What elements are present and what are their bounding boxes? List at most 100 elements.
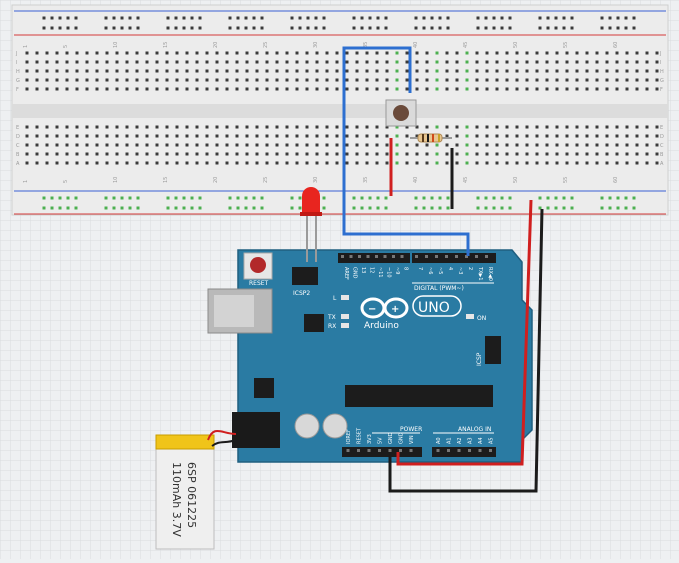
header-pin (435, 255, 438, 258)
digital-pin-label: ~6 (427, 267, 433, 274)
breadboard-hole (235, 69, 239, 73)
breadboard-column-label: 20 (213, 177, 219, 183)
breadboard-hole (125, 161, 129, 165)
breadboard-hole (155, 51, 159, 55)
breadboard-hole (85, 60, 89, 64)
breadboard-hole (575, 125, 579, 129)
breadboard-column-label: 30 (313, 177, 319, 183)
breadboard-column-label: 25 (263, 42, 269, 48)
breadboard-hole (565, 60, 569, 64)
rail-hole (446, 196, 450, 200)
breadboard-hole (435, 87, 439, 91)
breadboard-hole (345, 125, 349, 129)
rail-hole (120, 16, 124, 20)
breadboard-hole (345, 143, 349, 147)
rail-hole (438, 26, 442, 30)
breadboard-hole (395, 60, 399, 64)
breadboard-hole (195, 152, 199, 156)
breadboard-column-label: 45 (463, 42, 469, 48)
rx-led (341, 323, 349, 328)
breadboard-hole (375, 143, 379, 147)
breadboard-row-label: F (660, 87, 663, 93)
breadboard-hole (345, 60, 349, 64)
rail-hole (608, 206, 612, 210)
rail-hole (322, 206, 326, 210)
breadboard-hole (565, 125, 569, 129)
breadboard-hole (175, 78, 179, 82)
breadboard-hole (395, 78, 399, 82)
reset-button-cap[interactable] (250, 257, 266, 273)
rail-hole (492, 16, 496, 20)
button-cap[interactable] (393, 105, 409, 121)
breadboard-hole (445, 134, 449, 138)
breadboard-hole (445, 69, 449, 73)
rail-hole (570, 206, 574, 210)
breadboard-hole (255, 51, 259, 55)
breadboard-column-label: 40 (413, 42, 419, 48)
breadboard-hole (655, 87, 659, 91)
breadboard-hole (485, 87, 489, 91)
rail-hole (166, 196, 170, 200)
breadboard-hole (255, 152, 259, 156)
rail-hole (260, 196, 264, 200)
breadboard-hole (345, 161, 349, 165)
rail-hole (508, 16, 512, 20)
breadboard-hole (305, 161, 309, 165)
breadboard-hole (95, 60, 99, 64)
breadboard-hole (245, 51, 249, 55)
breadboard-column-label: 5 (63, 45, 69, 48)
rail-hole (50, 206, 54, 210)
breadboard-hole (65, 143, 69, 147)
breadboard-column-label: 30 (313, 42, 319, 48)
digital-pin-label: 7 (417, 267, 423, 270)
rail-hole (112, 206, 116, 210)
breadboard-hole (215, 51, 219, 55)
breadboard-hole (295, 51, 299, 55)
breadboard-hole (465, 87, 469, 91)
breadboard-hole (55, 125, 59, 129)
breadboard-hole (85, 69, 89, 73)
breadboard-hole (605, 143, 609, 147)
rail-hole (476, 206, 480, 210)
header-pin (399, 449, 402, 452)
rail-hole (58, 196, 62, 200)
breadboard-hole (195, 134, 199, 138)
breadboard-hole (595, 51, 599, 55)
breadboard-column-label: 60 (613, 42, 619, 48)
breadboard-hole (305, 60, 309, 64)
digital-pin-label: ~5 (437, 267, 443, 274)
breadboard-hole (165, 51, 169, 55)
breadboard-hole (205, 51, 209, 55)
breadboard-hole (525, 60, 529, 64)
breadboard-hole (415, 51, 419, 55)
breadboard-hole (615, 125, 619, 129)
breadboard-hole (635, 69, 639, 73)
breadboard-hole (95, 125, 99, 129)
push-button (385, 99, 417, 127)
header-pin (383, 255, 387, 258)
breadboard-hole (525, 87, 529, 91)
breadboard-hole (85, 143, 89, 147)
rail-hole (484, 16, 488, 20)
breadboard-hole (445, 78, 449, 82)
breadboard-hole (35, 69, 39, 73)
breadboard-hole (365, 51, 369, 55)
breadboard-hole (95, 87, 99, 91)
power-pin-label: IOREF (346, 429, 352, 444)
breadboard-hole (125, 51, 129, 55)
breadboard-hole (655, 143, 659, 147)
breadboard-hole (425, 78, 429, 82)
breadboard-hole (215, 125, 219, 129)
breadboard-hole (65, 134, 69, 138)
breadboard-hole (325, 134, 329, 138)
header-pin (375, 255, 378, 258)
resistor-band-2 (427, 134, 429, 142)
breadboard-hole (135, 143, 139, 147)
red-led (300, 187, 322, 262)
breadboard-hole (355, 87, 359, 91)
board-pcb (237, 249, 533, 463)
rail-hole (190, 26, 194, 30)
breadboard-hole (425, 125, 429, 129)
breadboard-hole (235, 60, 239, 64)
breadboard-hole (265, 69, 269, 73)
